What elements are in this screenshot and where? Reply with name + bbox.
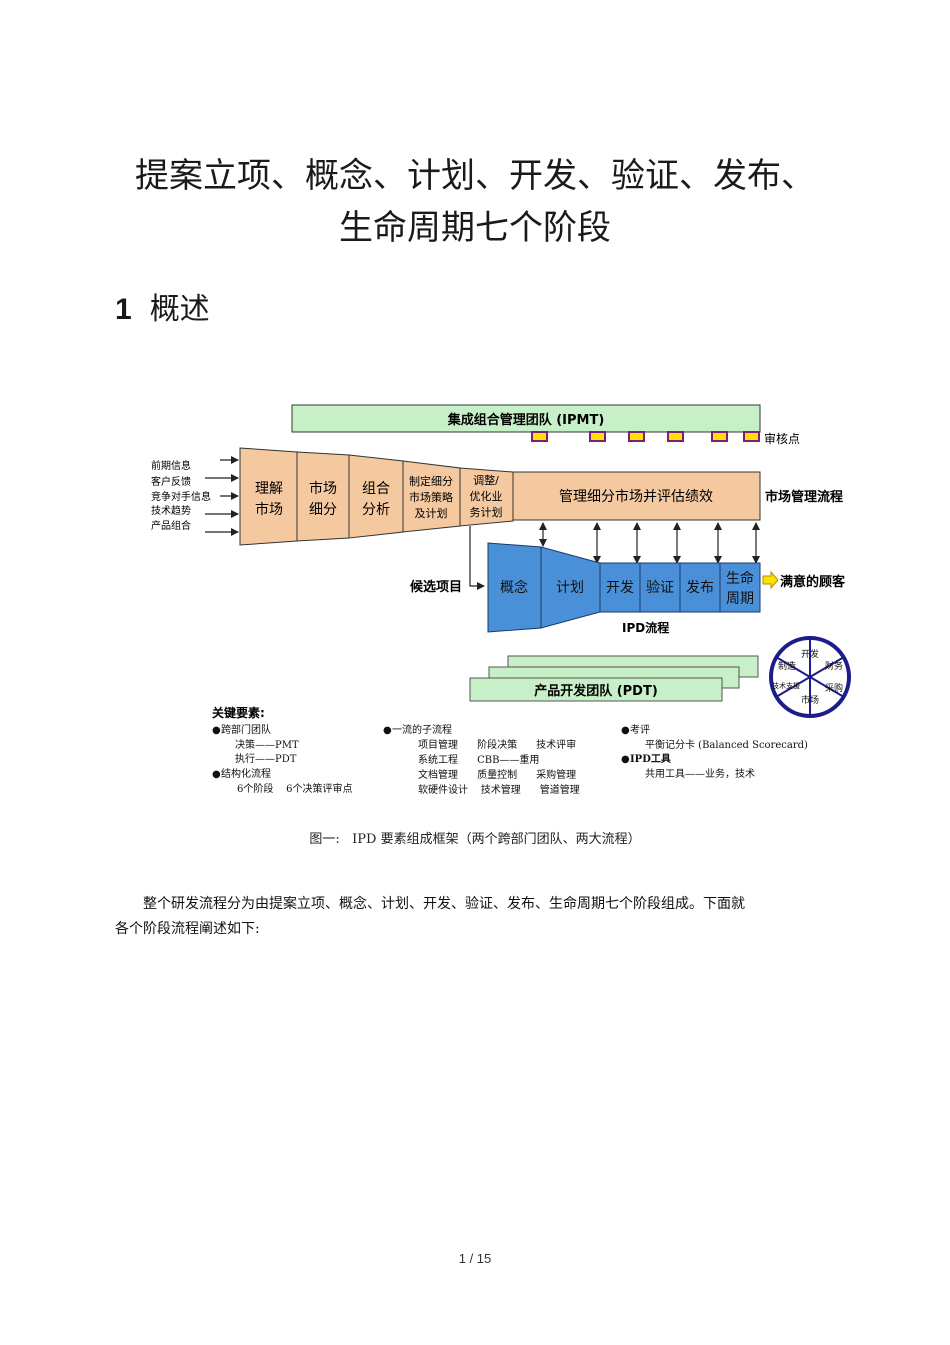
key-elements: ● 跨部门团队 决策——PMT 执行——PDT ● 结构化流程 6个阶段 6个决… — [212, 723, 808, 796]
wheel-label: 制造 — [778, 660, 796, 672]
input-item: 前期信息 — [151, 459, 191, 472]
wheel-label: 开发 — [801, 648, 819, 660]
stage-label: 及计划 — [415, 507, 448, 520]
key-item: 决策——PMT — [235, 738, 299, 751]
stage-label: 制定细分 — [409, 474, 453, 488]
ipd-framework-diagram: 集成组合管理团队 (IPMT) 审核点 前期信息 客户反馈 竞争对手信息 技术趋… — [151, 404, 851, 796]
wheel-label: 财务 — [825, 660, 843, 672]
ipd-funnel — [487, 542, 761, 633]
bullet-icon: ● — [383, 725, 392, 736]
pdt-stack — [469, 655, 759, 702]
interaction-arrows — [539, 522, 760, 564]
stage-label: 调整/ — [473, 473, 499, 487]
key-item: 跨部门团队 — [221, 723, 271, 736]
stage-label: 理解 — [255, 481, 283, 497]
figure-caption: 图一: IPD 要素组成框架（两个跨部门团队、两大流程） — [309, 832, 641, 847]
ipd-stage-lifecycle — [719, 562, 761, 613]
ipd-stage-label: 验证 — [646, 580, 674, 596]
candidate-connector — [469, 526, 485, 590]
wheel-label: 技术支援 — [772, 681, 800, 690]
stage-label: 细分 — [309, 502, 337, 518]
bullet-icon: ● — [621, 754, 630, 765]
key-item: 共用工具——业务，技术 — [645, 767, 755, 780]
page-title-line2: 生命周期七个阶段 — [339, 208, 611, 248]
ipd-stage-label: 周期 — [726, 591, 754, 607]
ipmt-label: 集成组合管理团队 (IPMT) — [447, 412, 605, 428]
review-point — [711, 431, 728, 442]
candidate-label: 候选项目 — [410, 579, 462, 595]
review-point — [743, 431, 760, 442]
market-mgmt-label: 管理细分市场并评估绩效 — [559, 488, 713, 505]
key-item: 项目管理 阶段决策 技术评审 — [418, 738, 576, 751]
section-title: 概述 — [149, 292, 210, 327]
bullet-icon: ● — [621, 725, 630, 736]
key-item: 系统工程 CBB——重用 — [418, 753, 539, 766]
input-item: 竞争对手信息 — [151, 490, 211, 503]
ipd-stage-label: 概念 — [500, 579, 528, 596]
key-item: 一流的子流程 — [392, 723, 452, 736]
stage-label: 组合 — [362, 481, 390, 497]
input-list: 前期信息 客户反馈 竞争对手信息 技术趋势 产品组合 — [151, 459, 211, 532]
key-item: 考评 — [630, 724, 650, 736]
key-item: IPD工具 — [630, 753, 671, 765]
key-item: 平衡记分卡 (Balanced Scorecard) — [645, 738, 808, 751]
section-number: 1 — [115, 293, 132, 326]
section-heading: 1 概述 — [115, 284, 210, 328]
ipd-stage-develop — [599, 562, 641, 613]
stage-label: 优化业 — [470, 489, 503, 503]
review-point-label: 审核点 — [764, 431, 800, 446]
key-item: 执行——PDT — [235, 752, 297, 765]
page-number: 1 / 15 — [458, 1251, 492, 1266]
stage-label: 务计划 — [470, 506, 503, 519]
input-arrows — [205, 456, 239, 536]
key-elements-title: 关键要素: — [212, 705, 265, 720]
paragraph-line: 整个研发流程分为由提案立项、概念、计划、开发、验证、发布、生命周期七个阶段组成。… — [143, 896, 745, 912]
review-point — [589, 431, 606, 442]
ipd-stage-label: 开发 — [606, 580, 634, 596]
customer-label: 满意的顾客 — [780, 574, 846, 590]
market-mgmt-box — [512, 471, 761, 521]
key-item: 6个阶段 6个决策评审点 — [237, 782, 352, 795]
stage-adjust-plan — [459, 467, 514, 527]
ipd-flow-label: IPD流程 — [622, 620, 669, 635]
body-paragraph: 整个研发流程分为由提案立项、概念、计划、开发、验证、发布、生命周期七个阶段组成。… — [115, 892, 835, 942]
stage-label: 分析 — [362, 502, 390, 518]
stage-label: 市场策略 — [409, 490, 453, 504]
market-funnel — [239, 447, 514, 546]
review-point — [628, 431, 645, 442]
ipd-stage-label: 生命 — [726, 570, 754, 587]
key-item: 文档管理 质量控制 采购管理 — [418, 768, 576, 781]
ipmt-bar — [291, 404, 761, 433]
input-item: 客户反馈 — [151, 475, 191, 488]
bullet-icon: ● — [212, 769, 221, 780]
key-item: 结构化流程 — [221, 767, 271, 780]
ipd-stage-label: 计划 — [556, 580, 584, 596]
review-point — [667, 431, 684, 442]
function-wheel: 开发 财务 采购 市场 技术支援 制造 — [769, 636, 851, 718]
pdt-label: 产品开发团队 (PDT) — [534, 683, 658, 699]
review-points — [531, 431, 760, 442]
input-item: 产品组合 — [151, 519, 191, 532]
ipd-stage-verify — [639, 562, 681, 613]
stage-label: 市场 — [255, 501, 283, 518]
key-item: 软硬件设计 技术管理 管道管理 — [418, 783, 580, 796]
market-flow-label: 市场管理流程 — [765, 489, 843, 505]
wheel-label: 市场 — [801, 694, 819, 706]
paragraph-line: 各个阶段流程阐述如下: — [115, 921, 260, 937]
page-title-line1: 提案立项、概念、计划、开发、验证、发布、 — [135, 156, 815, 196]
wheel-label: 采购 — [825, 682, 843, 694]
bullet-icon: ● — [212, 725, 221, 736]
review-point — [531, 431, 548, 442]
input-item: 技术趋势 — [151, 504, 191, 517]
ipd-stage-label: 发布 — [686, 580, 714, 596]
customer-arrow-icon — [762, 570, 779, 590]
stage-label: 市场 — [309, 480, 337, 497]
